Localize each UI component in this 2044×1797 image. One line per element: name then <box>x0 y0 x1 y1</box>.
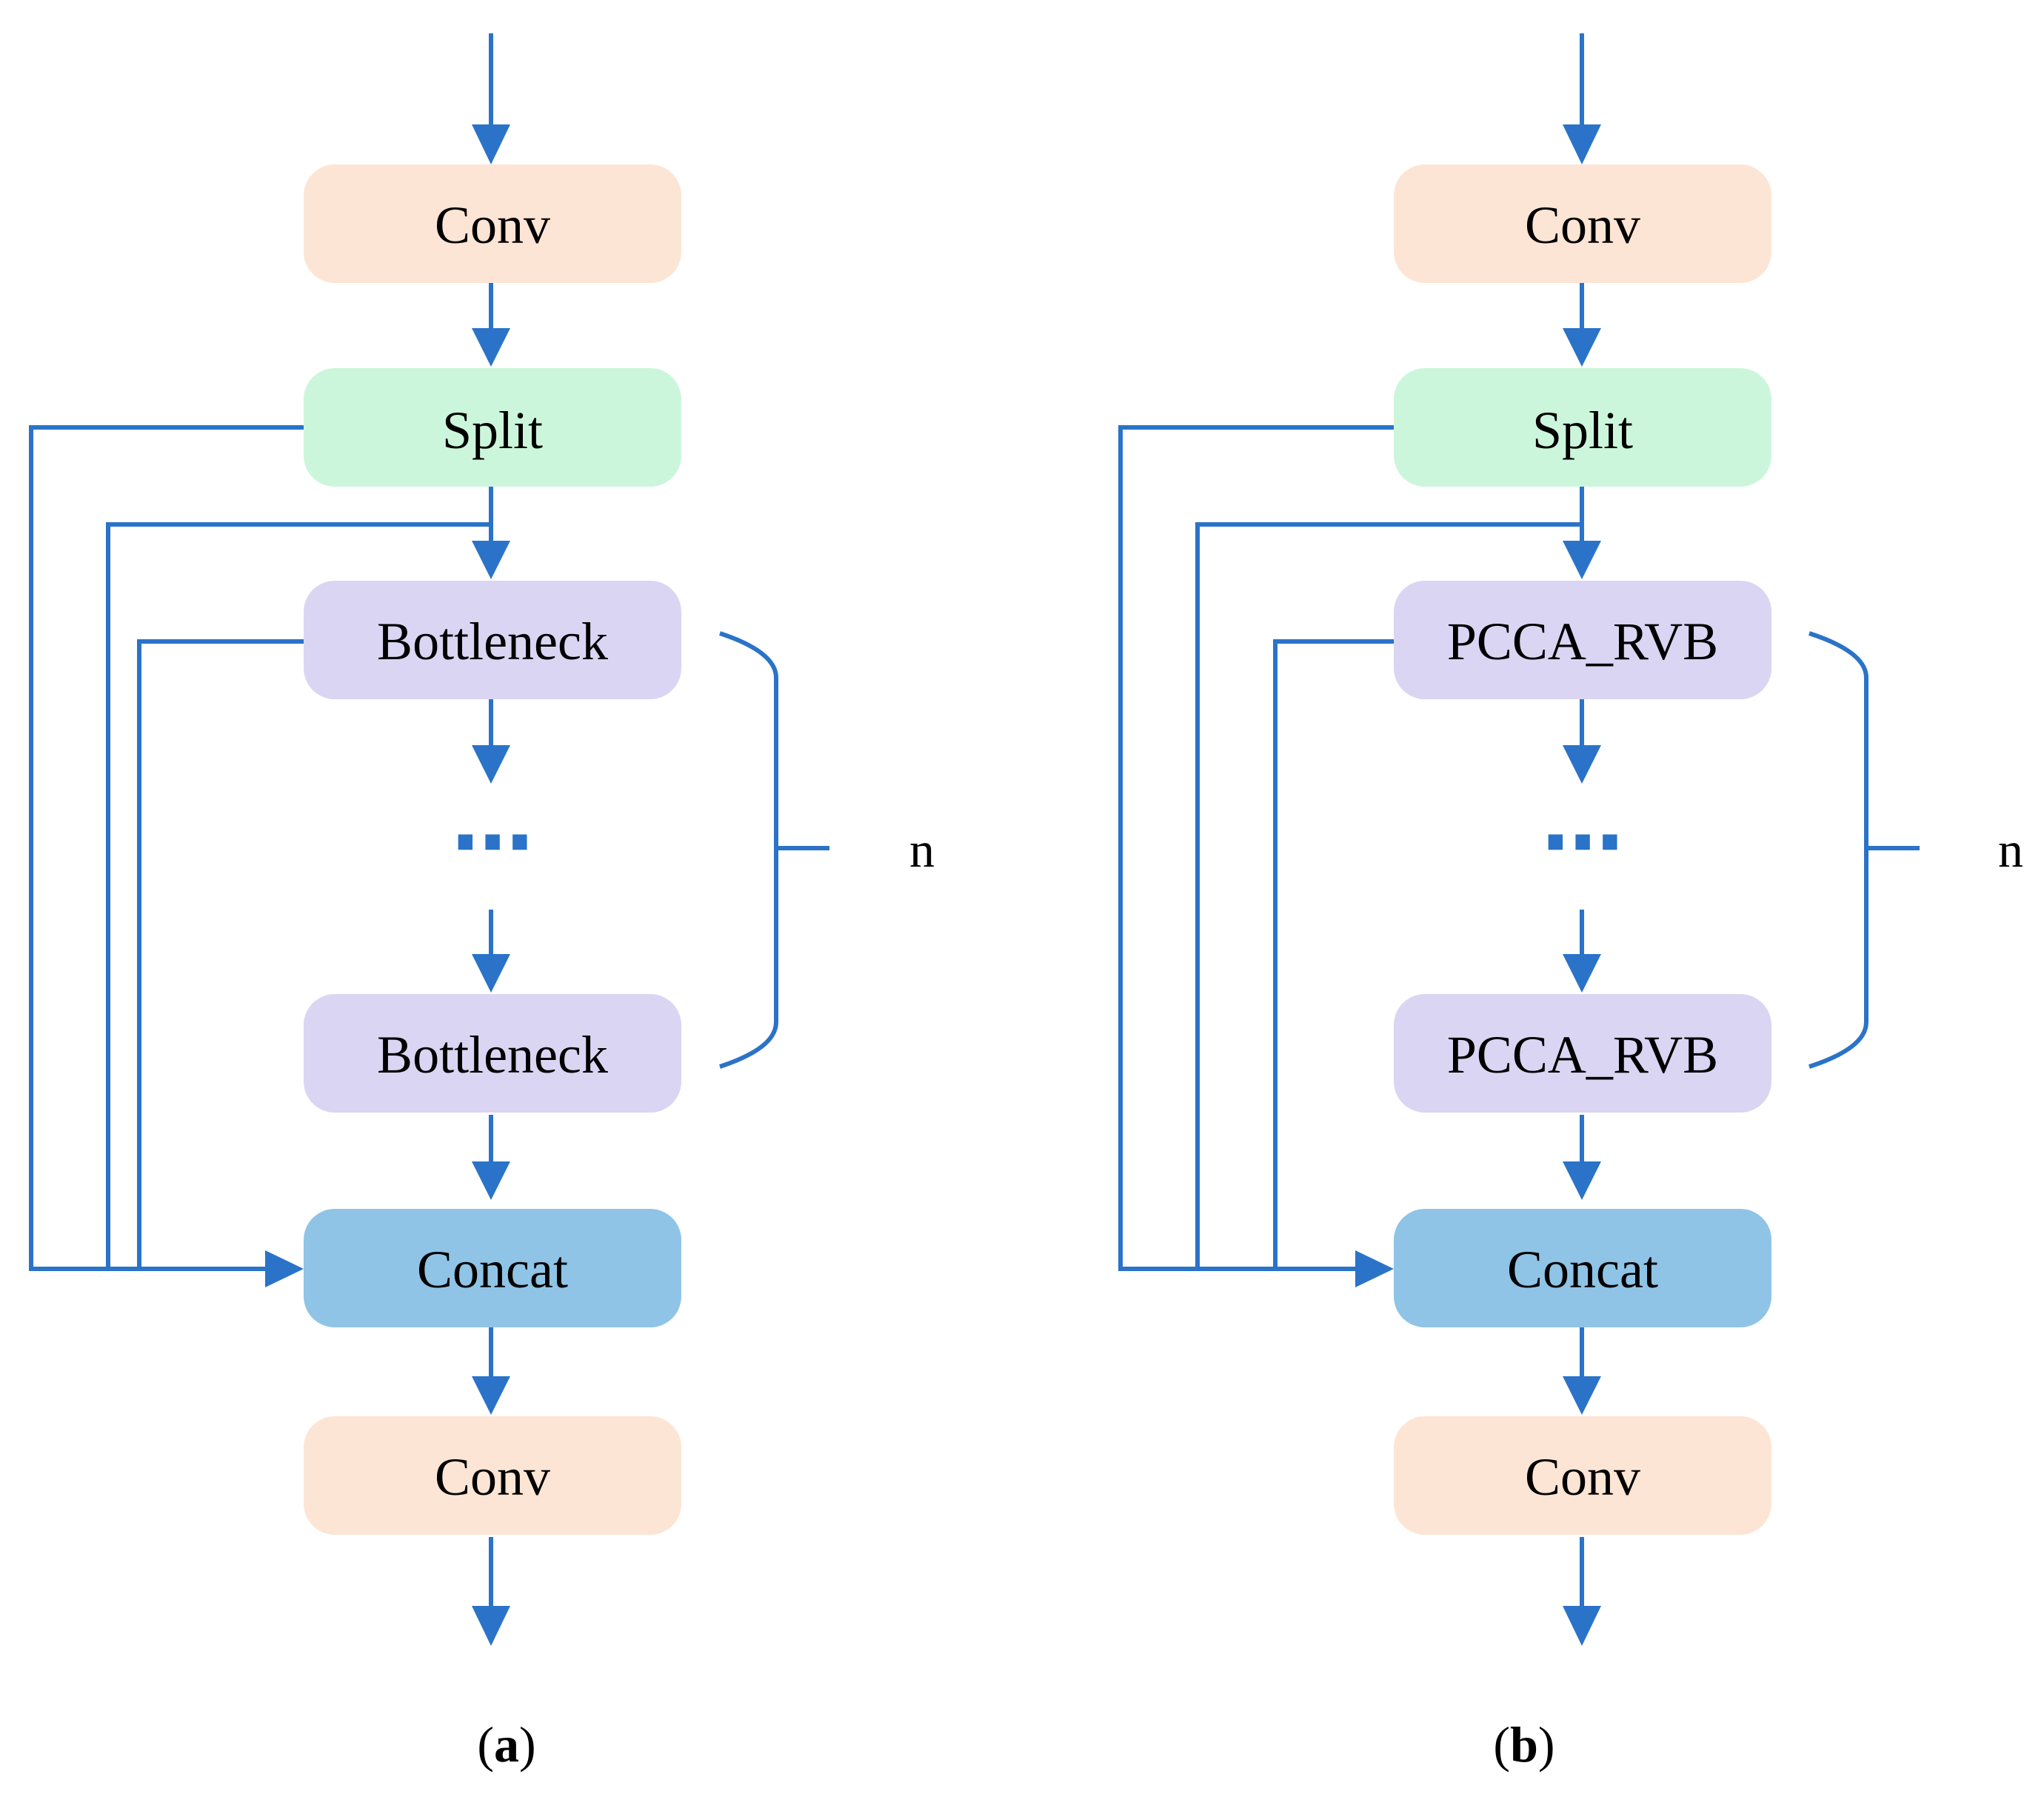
repeat-brace-b <box>1808 631 1920 1069</box>
skip-connections-a <box>29 425 491 1287</box>
bottleneck-last-label: Bottleneck <box>377 1025 608 1084</box>
pcca-rvb-node-last: PCCA_RVB <box>1394 994 1771 1113</box>
panel-a: n Conv Split Bottleneck ⋯ Bottleneck Con… <box>29 33 935 1773</box>
split-node: Split <box>304 368 681 487</box>
caption-b: (b) <box>1493 1716 1554 1773</box>
split-node: Split <box>1394 368 1771 487</box>
bottleneck-node-last: Bottleneck <box>304 994 681 1113</box>
pcca-rvb-first-label: PCCA_RVB <box>1447 612 1718 671</box>
split-label: Split <box>442 401 543 460</box>
conv-top-label: Conv <box>1525 196 1640 255</box>
pcca-rvb-last-label: PCCA_RVB <box>1447 1025 1718 1084</box>
repeat-brace-a <box>719 631 829 1069</box>
panel-b: n Conv Split PCCA_RVB ⋯ PCCA_RVB Concat … <box>1118 33 2023 1773</box>
repeat-count-label: n <box>909 821 935 878</box>
concat-node: Concat <box>1394 1209 1771 1327</box>
ellipsis: ⋯ <box>1542 797 1623 888</box>
bottleneck-node-first: Bottleneck <box>304 581 681 699</box>
pcca-rvb-node-first: PCCA_RVB <box>1394 581 1771 699</box>
conv-node-bottom: Conv <box>304 1416 681 1535</box>
conv-node-bottom: Conv <box>1394 1416 1771 1535</box>
flow-arrows-a <box>472 33 510 1646</box>
skip-connections-b <box>1118 425 1582 1287</box>
concat-node: Concat <box>304 1209 681 1327</box>
conv-top-label: Conv <box>435 196 550 255</box>
repeat-count-label: n <box>1998 821 2023 878</box>
flow-arrows-b <box>1563 33 1601 1646</box>
bottleneck-first-label: Bottleneck <box>377 612 608 671</box>
conv-node-top: Conv <box>304 164 681 283</box>
conv-bottom-label: Conv <box>1525 1447 1640 1507</box>
concat-label: Concat <box>1507 1240 1658 1299</box>
split-label: Split <box>1532 401 1633 460</box>
caption-a: (a) <box>477 1716 535 1773</box>
conv-node-top: Conv <box>1394 164 1771 283</box>
conv-bottom-label: Conv <box>435 1447 550 1507</box>
ellipsis: ⋯ <box>452 797 533 888</box>
concat-label: Concat <box>417 1240 568 1299</box>
